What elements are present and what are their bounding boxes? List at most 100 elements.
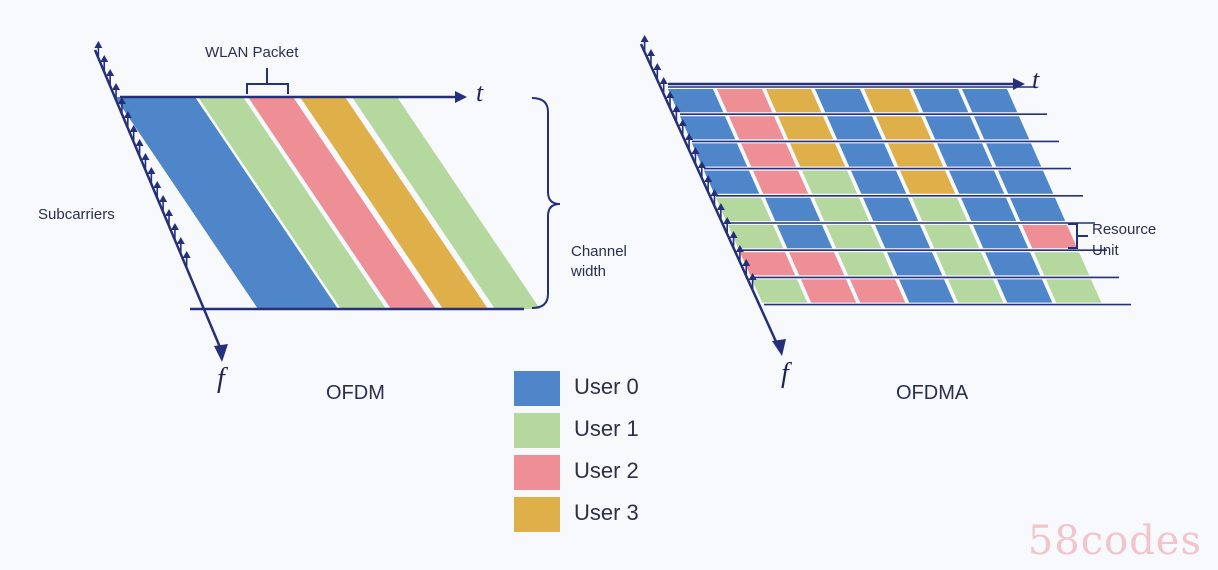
resource-unit-user-0 xyxy=(863,197,919,221)
resource-unit-user-3 xyxy=(864,89,920,113)
ofdm-subcarrier-ticks xyxy=(94,41,191,268)
resource-unit-user-0 xyxy=(765,197,821,221)
resource-unit-user-0 xyxy=(777,225,833,249)
subcarriers-label: Subcarriers xyxy=(38,206,115,223)
resource-unit-user-0 xyxy=(961,197,1017,221)
resource-unit-user-1 xyxy=(1034,252,1090,276)
ofdm-band-user-2 xyxy=(248,97,436,309)
subcarrier-arrow xyxy=(153,181,162,188)
subcarrier-arrow xyxy=(672,105,681,112)
subcarrier-arrow xyxy=(106,69,115,76)
subcarrier-arrow xyxy=(710,189,719,196)
resource-unit-user-2 xyxy=(1022,225,1078,249)
watermark: 58codes xyxy=(1027,518,1202,564)
resource-unit-user-2 xyxy=(753,170,809,194)
resource-unit-user-2 xyxy=(850,279,906,303)
ofdm-band-user-0 xyxy=(150,97,338,309)
subcarrier-arrow xyxy=(659,77,668,84)
resource-unit-user-0 xyxy=(998,170,1054,194)
resource-unit-bracket xyxy=(1068,223,1088,249)
subcarrier-arrow xyxy=(723,217,732,224)
resource-unit-user-1 xyxy=(936,252,992,276)
ofdm-band-user-3 xyxy=(300,97,488,309)
subcarrier-arrow xyxy=(176,237,185,244)
subcarrier-arrow xyxy=(170,223,179,230)
resource-unit-user-1 xyxy=(948,279,1004,303)
resource-unit-user-0 xyxy=(962,89,1018,113)
resource-unit-user-1 xyxy=(728,225,784,249)
legend-swatch xyxy=(514,371,560,406)
ofdm-frequency-arrowhead xyxy=(214,344,228,362)
resource-unit-user-3 xyxy=(778,116,834,140)
resource-unit-user-1 xyxy=(802,170,858,194)
ofdm-bands xyxy=(115,97,540,309)
subcarrier-arrow xyxy=(94,41,103,48)
subcarrier-arrow xyxy=(666,91,675,98)
resource-unit-user-0 xyxy=(815,89,871,113)
ofdma-frequency-axis xyxy=(639,43,780,347)
unit-label: Unit xyxy=(1092,242,1120,259)
resource-unit-user-1 xyxy=(826,225,882,249)
ofdma-panel: Resource Unit t f OFDMA xyxy=(639,35,1156,404)
wlan-packet-bracket xyxy=(246,68,289,94)
channel-label: Channel xyxy=(571,243,627,260)
subcarrier-arrow xyxy=(678,119,687,126)
resource-unit-user-2 xyxy=(740,252,796,276)
subcarrier-arrow xyxy=(653,63,662,70)
subcarrier-arrow xyxy=(640,35,649,42)
subcarrier-arrow xyxy=(716,203,725,210)
resource-unit-user-0 xyxy=(668,89,724,113)
legend-swatch xyxy=(514,497,560,532)
ofdm-time-arrowhead xyxy=(455,91,467,103)
ofdm-band-user-1 xyxy=(352,97,540,309)
subcarrier-arrow xyxy=(123,111,132,118)
subcarrier-arrow xyxy=(182,251,191,258)
ofdma-frequency-arrowhead xyxy=(772,339,786,356)
subcarrier-arrow xyxy=(100,55,109,62)
legend-label: User 2 xyxy=(574,458,639,483)
subcarrier-arrow xyxy=(165,209,174,216)
legend-label: User 1 xyxy=(574,416,639,441)
resource-unit-user-1 xyxy=(752,279,808,303)
resource-unit-user-0 xyxy=(925,116,981,140)
legend-swatch xyxy=(514,455,560,490)
wlan-packet-label: WLAN Packet xyxy=(205,44,299,61)
resource-unit-user-0 xyxy=(974,116,1030,140)
ofdma-f-label: f xyxy=(781,358,792,389)
resource-unit-user-3 xyxy=(888,143,944,167)
resource-unit-user-3 xyxy=(766,89,822,113)
resource-unit-user-0 xyxy=(827,116,883,140)
resource-unit-user-0 xyxy=(875,225,931,249)
resource-unit-user-3 xyxy=(876,116,932,140)
legend-label: User 0 xyxy=(574,374,639,399)
subcarrier-arrow xyxy=(112,83,121,90)
resource-unit-user-0 xyxy=(887,252,943,276)
resource-unit-user-3 xyxy=(790,143,846,167)
resource-unit-user-0 xyxy=(913,89,969,113)
resource-unit-user-0 xyxy=(937,143,993,167)
ofdm-title: OFDM xyxy=(326,382,385,404)
subcarrier-arrow xyxy=(141,153,150,160)
resource-unit-user-2 xyxy=(801,279,857,303)
resource-unit-user-1 xyxy=(814,197,870,221)
ofdma-t-label: t xyxy=(1032,65,1040,94)
subcarrier-arrow xyxy=(735,245,744,252)
resource-unit-user-0 xyxy=(949,170,1005,194)
ofdma-resource-grid xyxy=(668,89,1102,303)
resource-unit-user-3 xyxy=(900,170,956,194)
ofdm-panel: WLAN Packet Subcarriers Channel width t … xyxy=(38,41,627,404)
legend-label: User 3 xyxy=(574,500,639,525)
subcarrier-arrow xyxy=(691,147,700,154)
ofdm-band-user-0 xyxy=(115,97,296,309)
resource-unit-user-1 xyxy=(924,225,980,249)
resource-unit-user-2 xyxy=(717,89,773,113)
resource-unit-user-0 xyxy=(973,225,1029,249)
subcarrier-arrow xyxy=(159,195,168,202)
ofdm-t-label: t xyxy=(476,78,484,107)
subcarrier-arrow xyxy=(135,139,144,146)
subcarrier-arrow xyxy=(685,133,694,140)
subcarrier-arrow xyxy=(129,125,138,132)
subcarrier-arrow xyxy=(697,161,706,168)
